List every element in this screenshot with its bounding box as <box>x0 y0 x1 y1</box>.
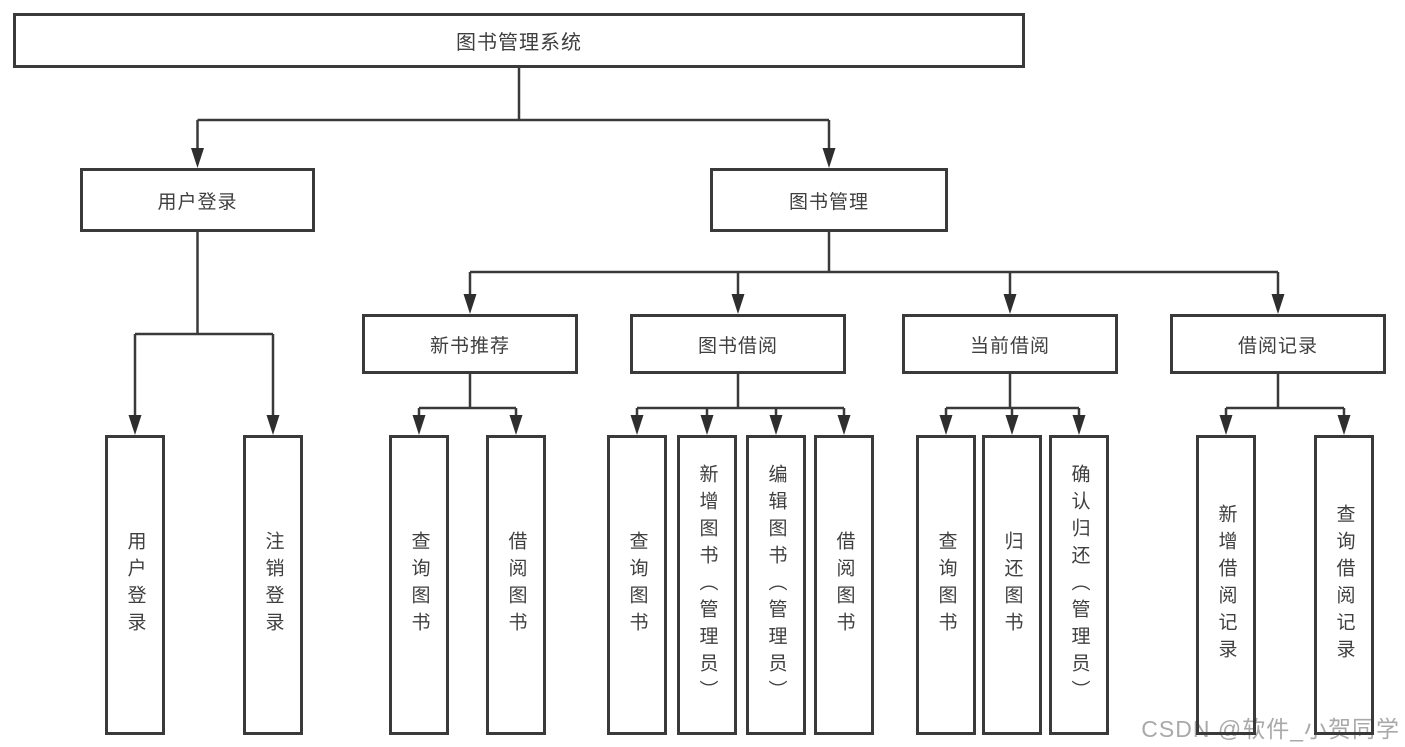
node-library-management-system: 图书管理系统 <box>13 13 1025 68</box>
node-label: 新书推荐 <box>429 335 510 357</box>
node-current-borrow: 当前借阅 <box>902 314 1118 374</box>
leaf-add-borrow-record: 新增借阅记录 <box>1196 435 1256 735</box>
leaf-add-book-admin: 新增图书（管理员） <box>677 435 737 735</box>
node-label: 当前借阅 <box>969 335 1050 357</box>
node-label: 借阅图书 <box>505 531 527 639</box>
node-user-login: 用户登录 <box>80 168 315 232</box>
node-label: 归还图书 <box>1001 531 1023 639</box>
node-book-management: 图书管理 <box>710 168 948 232</box>
node-label: 借阅图书 <box>833 531 855 639</box>
leaf-user-login: 用户登录 <box>105 435 165 735</box>
node-label: 图书借阅 <box>697 335 778 357</box>
node-label: 查询借阅记录 <box>1333 504 1355 666</box>
csdn-watermark: CSDN @软件_小贺同学 <box>1141 716 1400 742</box>
node-label: 用户登录 <box>124 531 146 639</box>
leaf-query-books-borrow: 查询图书 <box>607 435 667 735</box>
leaf-edit-book-admin: 编辑图书（管理员） <box>746 435 806 735</box>
node-label: 查询图书 <box>408 531 430 639</box>
leaf-query-books-current: 查询图书 <box>916 435 976 735</box>
node-label: 新增借阅记录 <box>1215 504 1237 666</box>
leaf-borrow-books-recommend: 借阅图书 <box>486 435 546 735</box>
leaf-logout: 注销登录 <box>243 435 303 735</box>
node-label: 用户登录 <box>157 191 238 213</box>
node-label: 注销登录 <box>262 531 284 639</box>
node-label: 图书管理 <box>788 191 869 213</box>
node-book-borrow: 图书借阅 <box>630 314 846 374</box>
node-label: 借阅记录 <box>1237 335 1318 357</box>
node-label: 查询图书 <box>626 531 648 639</box>
arrowhead-icons <box>128 148 1351 435</box>
node-label: 确认归还（管理员） <box>1068 463 1090 707</box>
leaf-borrow-books: 借阅图书 <box>814 435 874 735</box>
leaf-query-borrow-record: 查询借阅记录 <box>1314 435 1374 735</box>
leaf-query-books-recommend: 查询图书 <box>389 435 449 735</box>
leaf-return-books: 归还图书 <box>982 435 1042 735</box>
node-label: 新增图书（管理员） <box>696 463 718 707</box>
node-new-book-recommend: 新书推荐 <box>362 314 578 374</box>
node-borrow-record: 借阅记录 <box>1170 314 1386 374</box>
node-label: 查询图书 <box>935 531 957 639</box>
node-label: 图书管理系统 <box>456 32 582 54</box>
node-label: 编辑图书（管理员） <box>765 463 787 707</box>
leaf-confirm-return-admin: 确认归还（管理员） <box>1049 435 1109 735</box>
